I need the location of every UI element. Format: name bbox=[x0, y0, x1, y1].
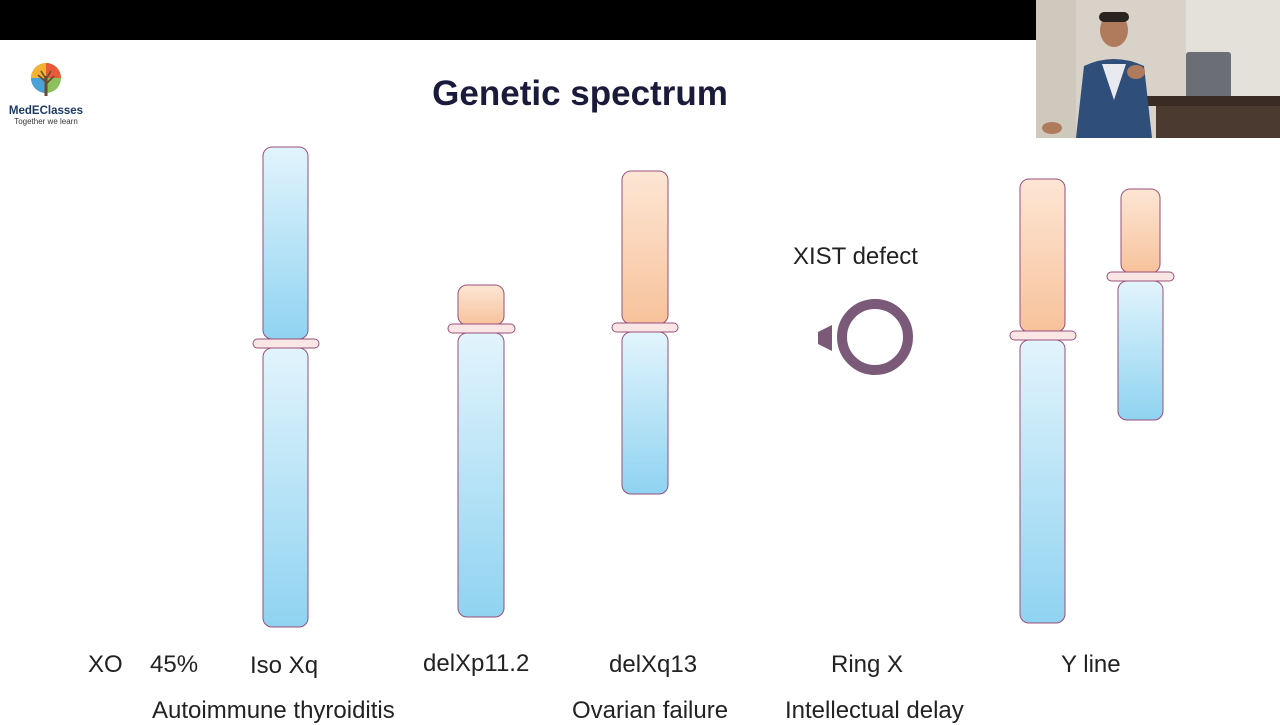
logo-brand-name: MedEClasses bbox=[8, 105, 84, 117]
label-ring-x: Ring X bbox=[831, 651, 904, 678]
xist-defect-annotation: XIST defect bbox=[793, 243, 918, 270]
y-line-chromosome-large bbox=[1009, 178, 1077, 624]
feature-autoimmune-thyroiditis: Autoimmune thyroiditis bbox=[152, 697, 395, 724]
label-iso-xq: Iso Xq bbox=[250, 652, 319, 679]
del-xq-chromosome bbox=[611, 170, 679, 495]
label-xo: XO bbox=[88, 651, 123, 678]
tree-logo-icon bbox=[31, 63, 61, 96]
label-y-line: Y line bbox=[1061, 651, 1121, 678]
y-line-chromosome-small bbox=[1106, 188, 1175, 421]
feature-intellectual-delay: Intellectual delay bbox=[785, 697, 964, 724]
logo-tagline: Together we learn bbox=[14, 117, 78, 126]
slide-title: Genetic spectrum bbox=[432, 74, 728, 113]
feature-ovarian-failure: Ovarian failure bbox=[572, 697, 729, 724]
iso-xq-chromosome bbox=[252, 146, 320, 628]
ring-x-chromosome bbox=[818, 299, 913, 375]
label-del-xq: delXq13 bbox=[609, 651, 698, 678]
label-xo-percent: 45% bbox=[150, 651, 199, 678]
del-xp-chromosome bbox=[447, 284, 516, 618]
presenter-video-feed bbox=[1036, 0, 1280, 138]
top-black-bar bbox=[0, 0, 1036, 40]
label-del-xp: delXp11.2 bbox=[423, 650, 530, 677]
medeclasses-logo: MedEClasses Together we learn bbox=[6, 62, 86, 126]
